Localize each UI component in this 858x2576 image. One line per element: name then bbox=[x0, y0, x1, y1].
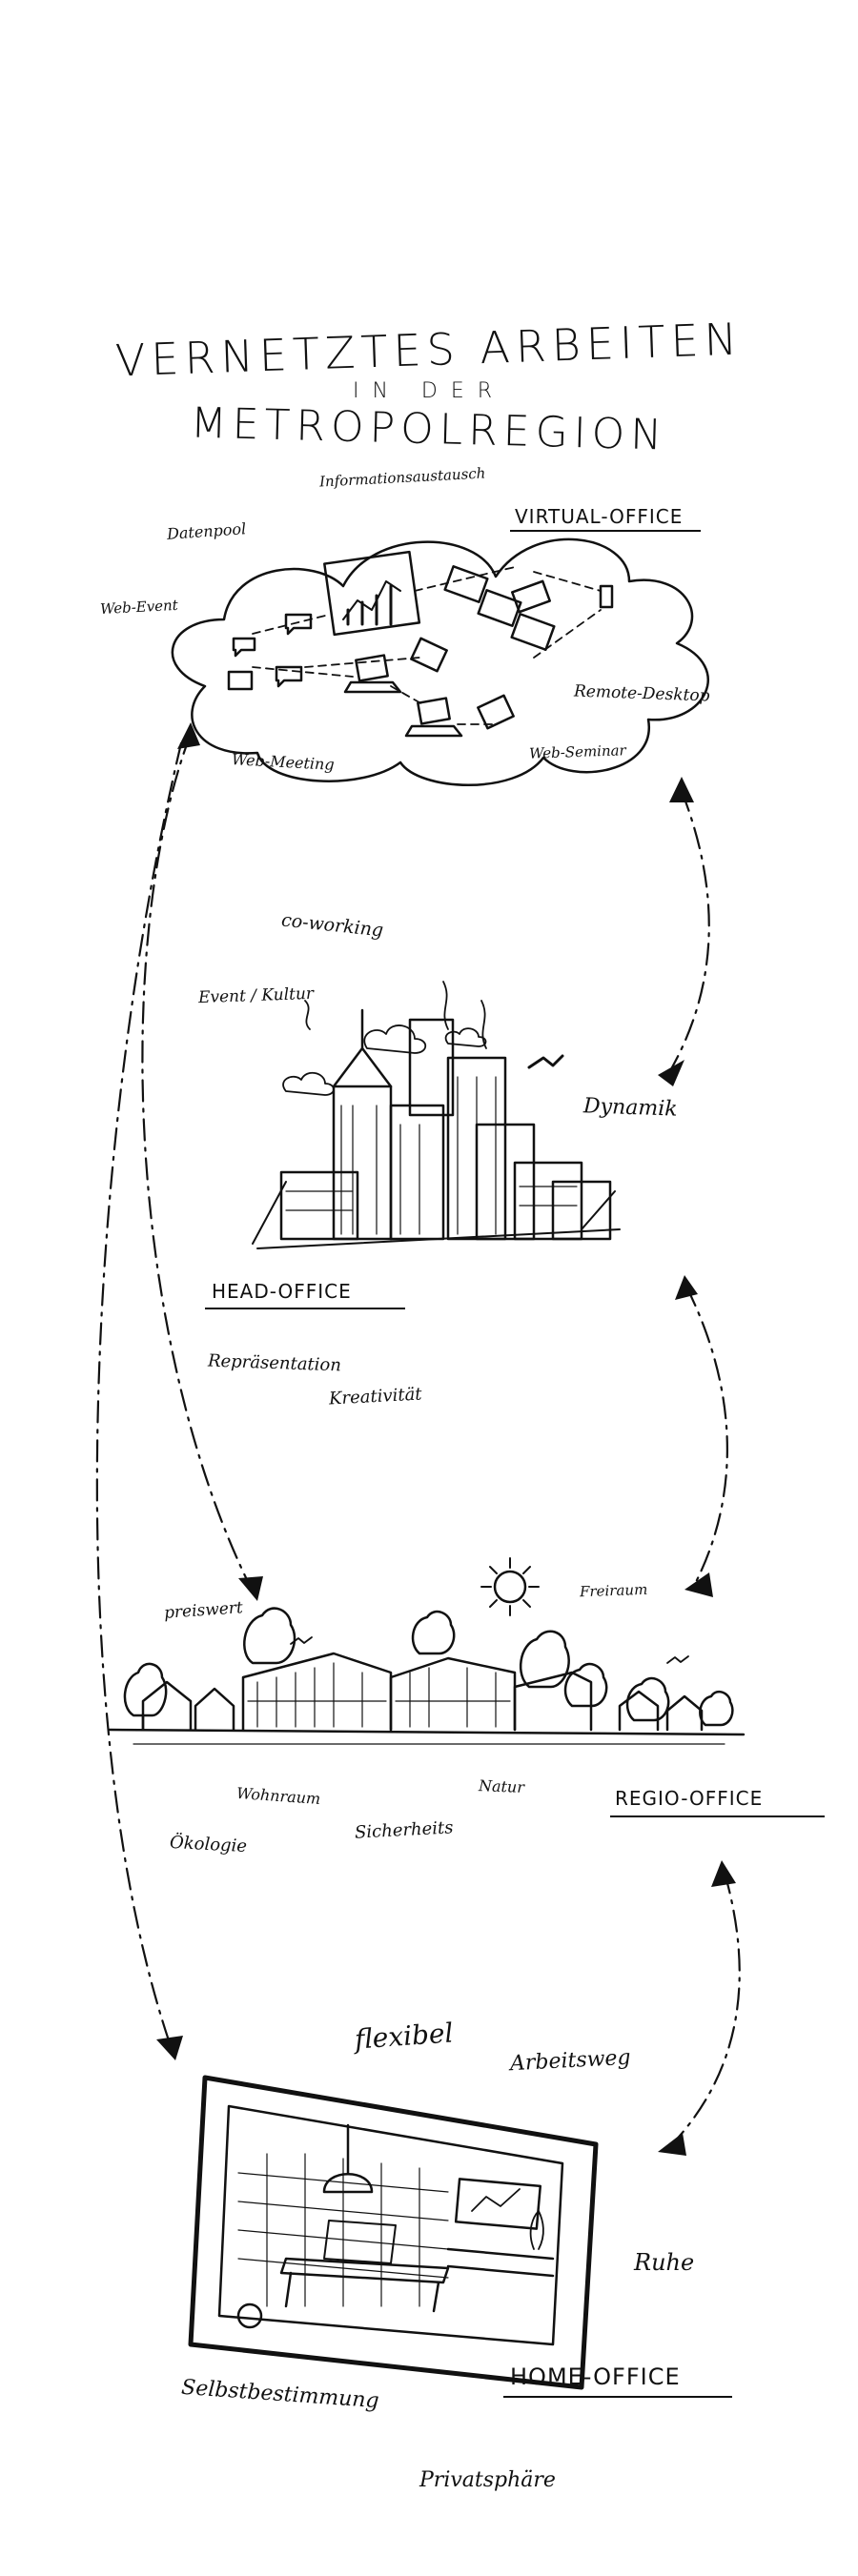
cloud-shape bbox=[171, 538, 709, 786]
speech-bubble-3 bbox=[232, 637, 256, 658]
label-web-seminar: Web-Seminar bbox=[528, 741, 626, 762]
wall-picture bbox=[454, 2178, 542, 2230]
label-oekologie: Ökologie bbox=[169, 1832, 248, 1857]
underline-head-office bbox=[205, 1308, 405, 1309]
label-privatsphaere: Privatsphäre bbox=[419, 2468, 556, 2492]
section-heading-head-office: HEAD-OFFICE bbox=[212, 1280, 352, 1303]
device-laptop-1 bbox=[355, 654, 389, 682]
device-tablet-3 bbox=[227, 670, 254, 691]
device-laptop-2 bbox=[417, 697, 451, 725]
underline-regio-office bbox=[610, 1815, 825, 1817]
label-dynamik: Dynamik bbox=[582, 1094, 678, 1122]
home-office-room bbox=[188, 2075, 599, 2390]
section-heading-virtual-office: VIRTUAL-OFFICE bbox=[515, 505, 684, 528]
device-tablet-1 bbox=[410, 637, 448, 673]
section-heading-regio-office: REGIO-OFFICE bbox=[615, 1787, 764, 1810]
speech-bubble-1 bbox=[284, 613, 313, 636]
connector-head-regio bbox=[684, 1285, 728, 1584]
presentation-screen bbox=[323, 550, 421, 637]
device-tablet-2 bbox=[477, 694, 515, 730]
label-ruhe: Ruhe bbox=[634, 2249, 695, 2276]
label-event-kultur: Event / Kultur bbox=[197, 984, 315, 1008]
connector-virtual-home-left bbox=[95, 741, 183, 2051]
room-frame-outer bbox=[188, 2075, 599, 2390]
device-monitor-3 bbox=[510, 613, 556, 651]
regio-office-buildings bbox=[108, 1557, 746, 1745]
label-freiraum: Freiraum bbox=[579, 1580, 648, 1601]
connector-virtual-regio-left bbox=[141, 732, 255, 1593]
connector-virtual-head bbox=[670, 789, 710, 1069]
room-frame-inner bbox=[217, 2104, 564, 2346]
device-monitor-1 bbox=[443, 565, 489, 603]
head-office-skyline bbox=[252, 981, 621, 1249]
label-natur: Natur bbox=[478, 1776, 525, 1796]
device-phone bbox=[599, 584, 614, 609]
section-heading-home-office: HOME-OFFICE bbox=[510, 2363, 681, 2390]
underline-home-office bbox=[503, 2396, 732, 2398]
underline-virtual-office bbox=[510, 530, 701, 532]
connector-lines bbox=[95, 732, 741, 2146]
device-monitor-2 bbox=[477, 589, 522, 627]
connector-regio-home bbox=[670, 1871, 741, 2146]
sun-icon bbox=[493, 1570, 527, 1604]
device-monitor-4 bbox=[511, 579, 551, 614]
title-line-2: IN DER bbox=[352, 379, 506, 403]
speech-bubble-2 bbox=[275, 665, 303, 688]
